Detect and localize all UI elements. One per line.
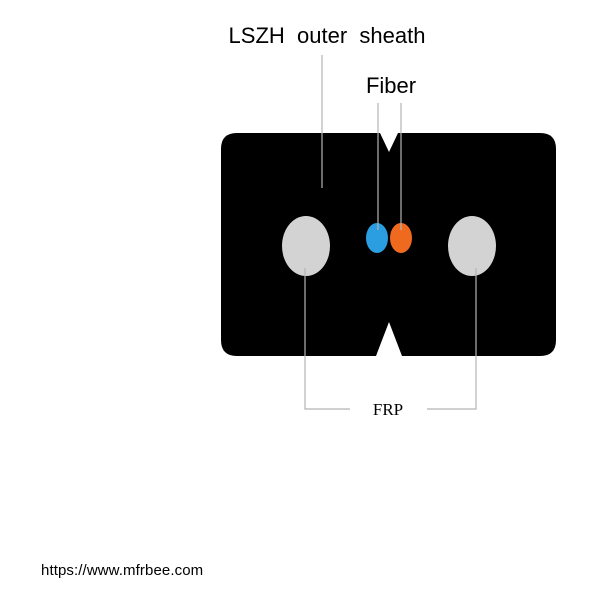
sheath-label: LSZH outer sheath [229, 23, 426, 48]
fiber-blue [366, 223, 388, 253]
fiber-orange [390, 223, 412, 253]
outer-sheath-body [221, 133, 556, 356]
frp-leader-line-right [427, 268, 477, 410]
frp-rod-right [448, 216, 496, 276]
fiber-label: Fiber [366, 73, 416, 98]
frp-leader-line-left [304, 268, 350, 410]
frp-label: FRP [373, 400, 403, 419]
frp-rod-left [282, 216, 330, 276]
footer-url: https://www.mfrbee.com [41, 562, 204, 579]
